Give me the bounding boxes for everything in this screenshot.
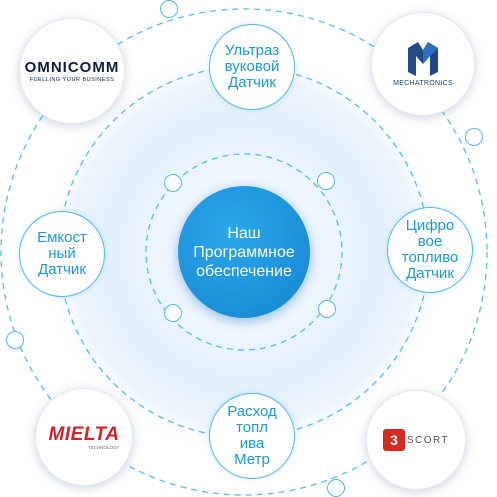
outer-ring (0, 8, 488, 496)
escort-3d-icon: 3 (382, 429, 405, 451)
orbit-dot (327, 479, 345, 497)
mielta-name: MIELTA (48, 424, 120, 445)
brand-escort[interactable]: 3 SCORT (366, 390, 466, 490)
brand-mielta[interactable]: MIELTA TECHNOLOGY (35, 388, 133, 486)
center-label: Наш Программное обеспечение (193, 224, 295, 280)
orbit-dot (160, 0, 178, 18)
sensor-label-capacitive: Емкост ный Датчик (37, 229, 87, 278)
omnicomm-logo: OMNICOMM FUELLING YOUR BUSINESS (25, 59, 120, 83)
mechatronics-logo: MECHATRONICS (393, 41, 453, 87)
sensor-node-capacitive[interactable]: Емкост ный Датчик (19, 211, 105, 297)
mechatronics-name: MECHATRONICS (393, 79, 453, 87)
sensor-node-ultrasonic[interactable]: Ультраз вуковой Датчик (209, 24, 295, 110)
inner-ring (145, 153, 343, 351)
orbit-dot (317, 172, 335, 190)
escort-name: SCORT (406, 434, 450, 446)
sensor-label-digital: Цифро вое топливо Датчик (401, 217, 459, 282)
brand-omnicomm[interactable]: OMNICOMM FUELLING YOUR BUSINESS (19, 18, 125, 124)
mechatronics-m-icon (408, 41, 438, 76)
orbit-dot (6, 331, 24, 349)
orbit-dot (164, 304, 182, 322)
center-node: Наш Программное обеспечение (178, 186, 310, 318)
omnicomm-tagline: FUELLING YOUR BUSINESS (29, 77, 115, 83)
sensor-node-digital[interactable]: Цифро вое топливо Датчик (387, 207, 473, 293)
orbit-dot (164, 174, 182, 192)
mielta-tagline: TECHNOLOGY (87, 445, 120, 450)
sensor-label-ultrasonic: Ультраз вуковой Датчик (224, 42, 280, 91)
orbit-dot (465, 128, 483, 146)
mielta-logo: MIELTA TECHNOLOGY (49, 424, 120, 450)
orbit-dot (318, 300, 336, 318)
sensor-node-flowmeter[interactable]: Расход топл ива Метр (209, 393, 295, 479)
escort-logo: 3 SCORT (382, 429, 450, 451)
omnicomm-name: OMNICOMM (24, 59, 120, 76)
brand-mechatronics[interactable]: MECHATRONICS (371, 12, 475, 116)
sensor-label-flowmeter: Расход топл ива Метр (227, 403, 277, 468)
svg-text:3: 3 (390, 432, 398, 448)
